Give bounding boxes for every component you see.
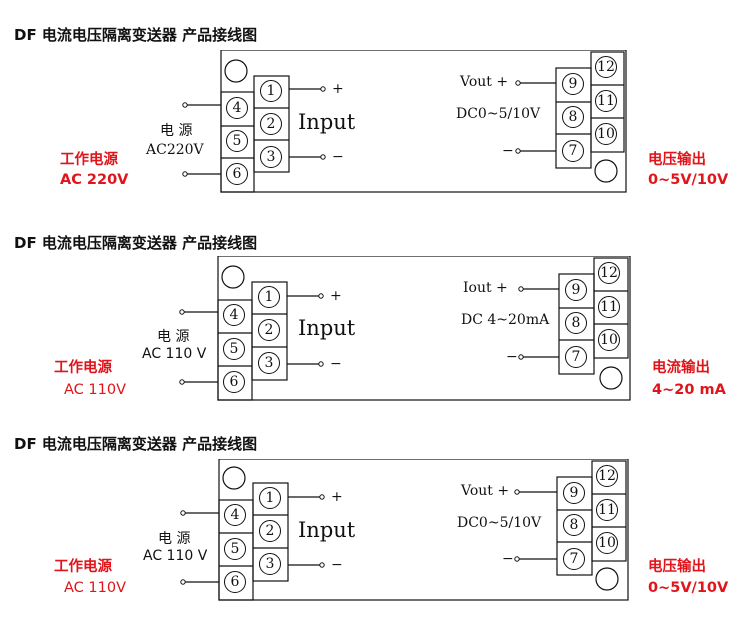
terminal-9: 9 xyxy=(565,279,587,301)
wiring-lines xyxy=(179,256,631,401)
terminal-2: 2 xyxy=(259,520,281,542)
terminal-11: 11 xyxy=(598,296,620,318)
power-label: 电 源 xyxy=(157,329,190,345)
terminal-3: 3 xyxy=(260,146,282,168)
power-supply-voltage: AC 110V xyxy=(64,382,126,398)
input-label: Input xyxy=(298,110,356,134)
input-terminal-block xyxy=(251,281,288,381)
input-plus-label: + xyxy=(331,489,343,505)
terminal-7: 7 xyxy=(563,548,585,570)
terminal-2: 2 xyxy=(260,113,282,135)
spare-terminal-block xyxy=(590,51,625,153)
terminal-6: 6 xyxy=(226,163,248,185)
diagram-title: DF 电流电压隔离变送器 产品接线图 xyxy=(14,435,258,453)
input-terminal-block xyxy=(252,482,289,582)
wiring-lines xyxy=(182,50,627,193)
terminal-7: 7 xyxy=(562,140,584,162)
output-signal-label: Vout + xyxy=(460,74,509,90)
terminal-7: 7 xyxy=(565,346,587,368)
terminal-9: 9 xyxy=(562,73,584,95)
output-range-red: 4~20 mA xyxy=(652,382,726,398)
output-minus-label: − xyxy=(506,349,518,365)
output-type-label: 电流输出 xyxy=(652,360,710,376)
input-plus-label: + xyxy=(332,81,344,97)
power-supply-label: 工作电源 xyxy=(54,360,112,376)
terminal-8: 8 xyxy=(562,106,584,128)
power-label: 电 源 xyxy=(158,531,191,547)
output-range-red: 0~5V/10V xyxy=(648,172,729,188)
wiring-diagram: 4 5 6 1 2 3 9 8 7 12 11 10 + − Input 电 源… xyxy=(0,459,750,629)
power-supply-voltage: AC 220V xyxy=(60,172,129,188)
mounting-hole xyxy=(222,466,246,490)
terminal-12: 12 xyxy=(595,56,617,78)
power-supply-label: 工作电源 xyxy=(54,559,112,575)
terminal-10: 10 xyxy=(595,123,617,145)
wiring-diagram: 4 5 6 1 2 3 9 8 7 12 11 10 + − Input 电 源… xyxy=(0,256,750,426)
power-voltage: AC220V xyxy=(146,142,204,158)
terminal-10: 10 xyxy=(598,329,620,351)
terminal-8: 8 xyxy=(565,312,587,334)
input-label: Input xyxy=(298,316,356,340)
input-terminal-block xyxy=(253,75,290,173)
input-minus-label: − xyxy=(331,557,343,573)
terminal-5: 5 xyxy=(226,130,248,152)
output-range-label: DC 4~20mA xyxy=(461,312,550,328)
terminal-10: 10 xyxy=(596,532,618,554)
mounting-hole xyxy=(224,59,248,83)
terminal-4: 4 xyxy=(224,504,246,526)
output-type-label: 电压输出 xyxy=(648,152,706,168)
terminal-1: 1 xyxy=(258,286,280,308)
spare-terminal-block xyxy=(593,257,629,359)
power-voltage: AC 110 V xyxy=(142,346,207,362)
input-label: Input xyxy=(298,518,356,542)
mounting-hole xyxy=(599,366,623,390)
power-voltage: AC 110 V xyxy=(143,548,208,564)
input-minus-label: − xyxy=(330,356,342,372)
terminal-4: 4 xyxy=(223,304,245,326)
output-minus-label: − xyxy=(502,143,514,159)
output-minus-label: − xyxy=(502,551,514,567)
terminal-4: 4 xyxy=(226,97,248,119)
terminal-9: 9 xyxy=(563,482,585,504)
mounting-hole xyxy=(221,265,245,289)
terminal-5: 5 xyxy=(224,538,246,560)
wiring-lines xyxy=(180,459,629,601)
output-range-label: DC0~5/10V xyxy=(457,515,542,531)
power-supply-label: 工作电源 xyxy=(60,152,118,168)
power-supply-voltage: AC 110V xyxy=(64,580,126,596)
terminal-12: 12 xyxy=(596,465,618,487)
terminal-12: 12 xyxy=(598,262,620,284)
terminal-8: 8 xyxy=(563,514,585,536)
spare-terminal-block xyxy=(591,460,627,562)
mounting-hole xyxy=(595,567,619,591)
output-range-label: DC0~5/10V xyxy=(456,106,541,122)
terminal-3: 3 xyxy=(258,352,280,374)
diagram-title: DF 电流电压隔离变送器 产品接线图 xyxy=(14,26,258,44)
mounting-hole xyxy=(594,159,618,183)
terminal-3: 3 xyxy=(259,553,281,575)
terminal-1: 1 xyxy=(259,487,281,509)
output-signal-label: Vout + xyxy=(461,483,510,499)
terminal-2: 2 xyxy=(258,319,280,341)
terminal-6: 6 xyxy=(224,571,246,593)
terminal-11: 11 xyxy=(595,90,617,112)
output-signal-label: Iout + xyxy=(463,280,508,296)
terminal-5: 5 xyxy=(223,338,245,360)
input-minus-label: − xyxy=(332,149,344,165)
terminal-11: 11 xyxy=(596,499,618,521)
terminal-6: 6 xyxy=(223,371,245,393)
output-range-red: 0~5V/10V xyxy=(648,580,729,596)
output-type-label: 电压输出 xyxy=(648,559,706,575)
diagram-title: DF 电流电压隔离变送器 产品接线图 xyxy=(14,234,258,252)
power-label: 电 源 xyxy=(160,123,193,139)
wiring-diagram: 4 5 6 1 2 3 9 8 7 12 11 10 + − Input 电 源… xyxy=(0,50,750,220)
input-plus-label: + xyxy=(330,288,342,304)
terminal-1: 1 xyxy=(260,80,282,102)
